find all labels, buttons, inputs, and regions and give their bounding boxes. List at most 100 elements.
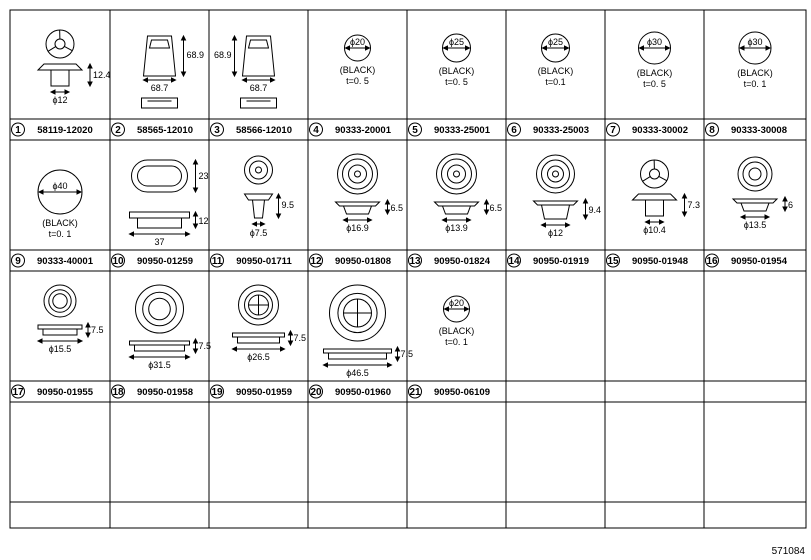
- plug-flange-side: [37, 324, 83, 330]
- callout-number-badge: [606, 122, 620, 137]
- arrow-icon: [192, 337, 199, 344]
- height-label: 7.5: [401, 349, 414, 359]
- callout-number: 9: [15, 256, 21, 267]
- diameter-label: ϕ12: [548, 228, 563, 238]
- arrow-icon: [142, 77, 148, 83]
- callout-number: 12: [310, 256, 322, 267]
- part-number: 90950-06109: [434, 387, 490, 398]
- arrow-icon: [37, 189, 44, 195]
- arrow-icon: [76, 189, 83, 195]
- clip-leg: [64, 45, 73, 52]
- plug-inner: [52, 293, 68, 309]
- diagram-code: 571084: [771, 546, 805, 557]
- diameter-label: ϕ30: [647, 37, 662, 47]
- arrow-icon: [87, 81, 93, 88]
- clip-center: [54, 38, 66, 50]
- plug-flange-side: [232, 332, 285, 338]
- part-number: 90333-20001: [335, 125, 392, 136]
- grommet-body-side: [740, 202, 770, 212]
- callout-number: 10: [112, 256, 124, 267]
- arrow-icon: [287, 329, 294, 336]
- color-note: (BLACK): [439, 66, 475, 76]
- arrow-icon: [77, 338, 84, 344]
- thickness-note: t=0. 1: [744, 79, 767, 89]
- callout-number: 4: [313, 125, 319, 136]
- part-number: 90950-01259: [137, 256, 193, 267]
- grommet-body-side: [441, 205, 472, 215]
- grommet-ring: [441, 158, 472, 190]
- arrow-icon: [171, 77, 177, 83]
- diameter-label: ϕ13.9: [445, 223, 468, 233]
- clip-leg: [642, 176, 651, 182]
- color-note: (BLACK): [538, 66, 574, 76]
- arrow-icon: [344, 45, 350, 51]
- plug-body-side: [328, 352, 387, 360]
- thickness-note: t=0. 1: [49, 229, 72, 239]
- cap-outline: [241, 35, 276, 77]
- arrow-icon: [241, 77, 247, 83]
- arrow-icon: [192, 223, 199, 230]
- arrow-icon: [128, 354, 134, 360]
- grommet-inner: [547, 165, 564, 183]
- callout-number: 7: [610, 125, 616, 136]
- arrow-icon: [49, 89, 56, 95]
- grommet-flange-side: [334, 201, 381, 207]
- arrow-icon: [764, 214, 771, 220]
- height-label: 7.5: [199, 341, 212, 351]
- arrow-icon: [231, 71, 238, 78]
- callout-number: 8: [709, 125, 715, 136]
- diameter-label: ϕ20: [350, 37, 365, 47]
- callout-number: 17: [12, 387, 24, 398]
- clip-head-side: [243, 193, 274, 201]
- arrow-icon: [192, 210, 199, 217]
- arrow-icon: [565, 222, 571, 228]
- diameter-label: ϕ10.4: [643, 225, 666, 235]
- part-number: 58119-12020: [37, 125, 92, 136]
- callout-number: 20: [310, 387, 322, 398]
- callout-number-badge: [705, 253, 719, 268]
- arrow-icon: [85, 321, 91, 328]
- arrow-icon: [85, 332, 91, 339]
- arrow-icon: [270, 77, 276, 83]
- callout-number: 19: [211, 387, 223, 398]
- grid-lines: [9, 9, 807, 529]
- arrow-icon: [365, 45, 371, 51]
- callout-number: 14: [508, 256, 520, 267]
- oval-body-side: [137, 217, 182, 229]
- grommet-outline: [337, 153, 378, 195]
- diameter-label: ϕ7.5: [250, 228, 268, 238]
- diameter-label: ϕ13.5: [744, 220, 767, 230]
- height-label: 6: [788, 200, 793, 210]
- callout-number: 18: [112, 387, 124, 398]
- diameter-label: ϕ15.5: [49, 344, 72, 354]
- clip-leg: [47, 46, 56, 52]
- callout-number-badge: [507, 253, 521, 268]
- height-label: 12: [199, 216, 209, 226]
- arrow-icon: [260, 221, 266, 227]
- height-label: 7.3: [688, 200, 701, 210]
- arrow-icon: [483, 209, 490, 216]
- plug-outline: [329, 284, 386, 342]
- plug-flange-side: [129, 340, 190, 346]
